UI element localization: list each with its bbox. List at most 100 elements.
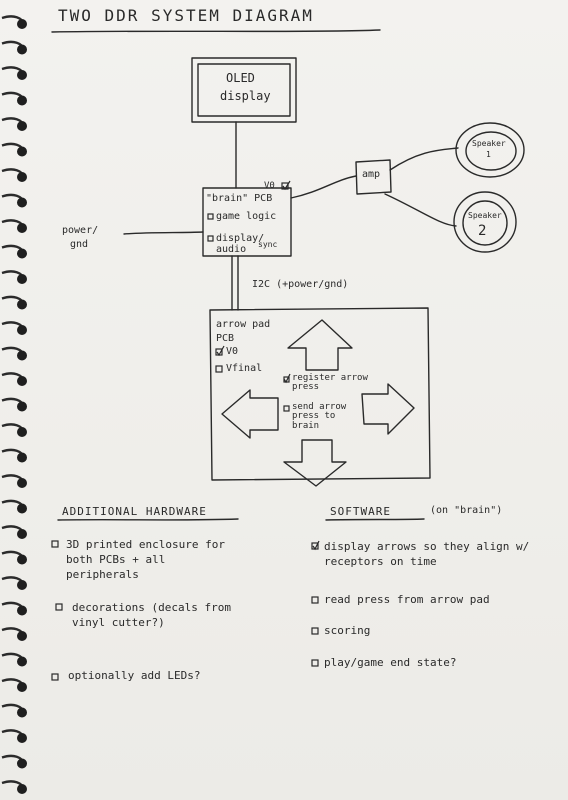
spiral-ring <box>1 576 27 590</box>
spiral-ring <box>1 15 27 29</box>
oled-label-line1: OLED <box>226 71 255 85</box>
left-arrow <box>221 389 279 439</box>
speaker1-label-line2: 1 <box>486 150 491 159</box>
spiral-hole <box>17 248 27 259</box>
sw-bullet-2 <box>311 596 319 604</box>
spiral-ring <box>1 652 27 667</box>
spiral-hole <box>17 146 27 157</box>
arrow-pad-task-1: register arrow press <box>292 373 368 393</box>
spiral-hole <box>17 274 27 284</box>
spiral-binding <box>1 15 27 794</box>
up-arrow <box>287 319 353 371</box>
brain-v0-checkmark <box>282 180 291 191</box>
title-underline <box>51 29 381 33</box>
spiral-hole <box>17 631 27 641</box>
arrow-pad-task-2: send arrow press to brain <box>292 402 347 431</box>
spiral-ring <box>1 295 27 310</box>
speaker1-outer <box>455 122 525 178</box>
spiral-ring <box>1 423 27 437</box>
sw-item-1: display arrows so they align w/ receptor… <box>324 540 530 568</box>
spiral-hole <box>17 503 27 514</box>
arrow-pad-box <box>209 307 431 481</box>
brain-checkbox-2 <box>207 235 214 242</box>
speaker1-inner <box>465 131 517 171</box>
spiral-ring <box>1 754 27 769</box>
oled-box-outer <box>191 57 297 123</box>
spiral-hole <box>17 299 27 310</box>
sw-item-2: read press from arrow pad <box>324 593 490 606</box>
spiral-ring <box>1 499 27 514</box>
speaker1-label-line1: Speaker <box>472 139 506 148</box>
spiral-ring <box>1 40 27 55</box>
spiral-ring <box>1 703 27 718</box>
spiral-hole <box>17 350 27 361</box>
spiral-hole <box>17 529 27 539</box>
software-underline <box>325 518 425 521</box>
spiral-ring <box>1 91 27 106</box>
brain-box <box>202 187 292 257</box>
spiral-hole <box>17 427 27 437</box>
power-label-line1: power/ <box>62 225 99 236</box>
spiral-hole <box>17 376 27 386</box>
speaker2-label-line2: 2 <box>478 223 487 239</box>
spiral-hole <box>17 554 27 565</box>
arrow-pad-version-v0: V0 <box>226 346 239 357</box>
spiral-hole <box>17 682 27 692</box>
arrow-pad-version-vfinal: Vfinal <box>226 363 263 374</box>
page-title: TWO DDR SYSTEM DIAGRAM <box>58 6 314 25</box>
spiral-hole <box>17 44 27 55</box>
pad-v0-checkmark <box>216 345 225 357</box>
i2c-label: I2C (+power/gnd) <box>252 279 349 290</box>
spiral-hole <box>17 19 27 29</box>
brain-title: "brain" PCB <box>206 193 273 204</box>
spiral-hole <box>17 325 27 335</box>
hw-item-3: optionally add LEDs? <box>68 669 201 682</box>
speaker2-outer <box>453 191 517 253</box>
sw-bullet-3 <box>311 627 319 635</box>
spiral-hole <box>17 478 27 488</box>
power-line <box>123 231 204 235</box>
spiral-hole <box>17 733 27 743</box>
brain-item-2: display/ audio <box>216 233 265 255</box>
sw-item-4: play/game end state? <box>324 656 457 669</box>
spiral-ring <box>1 627 27 641</box>
pad-task-checkmark-1 <box>283 373 291 384</box>
spiral-ring <box>1 270 27 284</box>
spiral-hole <box>17 452 27 463</box>
amp-label: amp <box>362 169 381 180</box>
hw-bullet-3 <box>51 673 59 681</box>
spiral-hole <box>17 223 27 233</box>
software-subheading: (on "brain") <box>430 505 503 516</box>
spiral-ring <box>1 601 27 616</box>
sw-item-3: scoring <box>324 624 371 637</box>
amp-to-speaker1-line <box>389 147 459 171</box>
brain-checkbox-1 <box>207 213 214 220</box>
spiral-ring <box>1 168 27 182</box>
down-arrow <box>283 439 347 487</box>
brain-sync-note: sync <box>258 240 278 249</box>
hw-bullet-1 <box>51 540 59 548</box>
software-heading: SOFTWARE <box>330 505 391 518</box>
sw-bullet-4 <box>311 659 319 667</box>
spiral-hole <box>17 605 27 616</box>
brain-to-amp-line <box>290 175 357 199</box>
speaker2-inner <box>462 200 508 246</box>
arrow-pad-title-line2: PCB <box>216 333 235 344</box>
spiral-hole <box>17 580 27 590</box>
amp-box <box>355 159 392 195</box>
pad-vfinal-checkbox <box>215 365 223 373</box>
spiral-hole <box>17 197 27 208</box>
oled-box-inner <box>197 63 291 117</box>
spiral-ring <box>1 193 27 208</box>
additional-hardware-underline <box>57 518 239 521</box>
brain-version: V0 <box>264 181 275 191</box>
spiral-ring <box>1 448 27 463</box>
hw-bullet-2 <box>55 603 63 611</box>
spiral-hole <box>17 95 27 106</box>
amp-to-speaker2-line <box>384 193 457 227</box>
hw-item-2: decorations (decals from vinyl cutter?) <box>72 601 231 629</box>
spiral-hole <box>17 172 27 182</box>
spiral-hole <box>17 401 27 412</box>
power-label-line2: gnd <box>70 239 89 250</box>
